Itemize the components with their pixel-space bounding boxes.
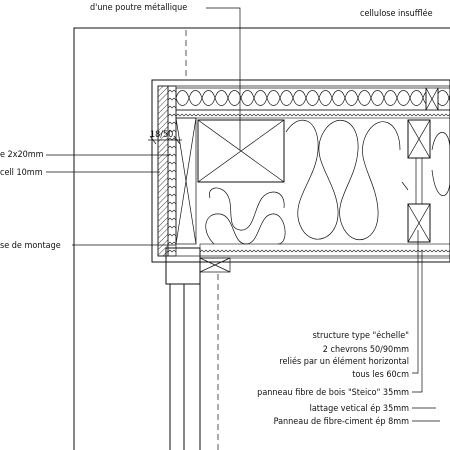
wall-assembly [151,79,450,263]
steel-beam-section [197,119,285,183]
chevron-lower [407,203,431,243]
dimension-label: 18/50 [150,130,173,140]
label-montage: se de montage [0,241,61,251]
leader-lines [46,7,440,422]
window-frame [165,30,231,450]
label-cellulose: cellulose insufflée [360,8,433,19]
frame-lines [73,27,450,450]
label-structure-4: tous les 60cm [352,370,409,380]
cement-board-section [157,85,169,257]
stud-left [175,117,197,245]
chevron-upper [407,119,431,159]
label-structure-3: reliés par un élément horizontal [279,356,409,367]
label-lattage-2x20: e 2x20mm [0,150,44,160]
label-fibre-ciment: Panneau de fibre-ciment ép 8mm [274,416,410,427]
zigzag-band-upper [175,109,450,119]
label-poutre: d'une poutre métallique [90,2,187,13]
cellulose-top-band [175,87,427,111]
label-cell-10: cell 10mm [0,168,43,178]
insulation-cellulose [205,119,450,245]
label-structure-2: 2 chevrons 50/90mm [323,345,409,355]
label-structure-1: structure type "échelle" [313,330,409,341]
label-steico: panneau fibre de bois "Steico" 35mm [257,388,409,398]
dimension-marker: 18/50 [148,130,182,145]
zigzag-band-lower [199,243,450,259]
wood-fibre-panel-section [167,85,177,257]
label-lattage-vertical: lattage vetical ép 35mm [310,403,410,414]
